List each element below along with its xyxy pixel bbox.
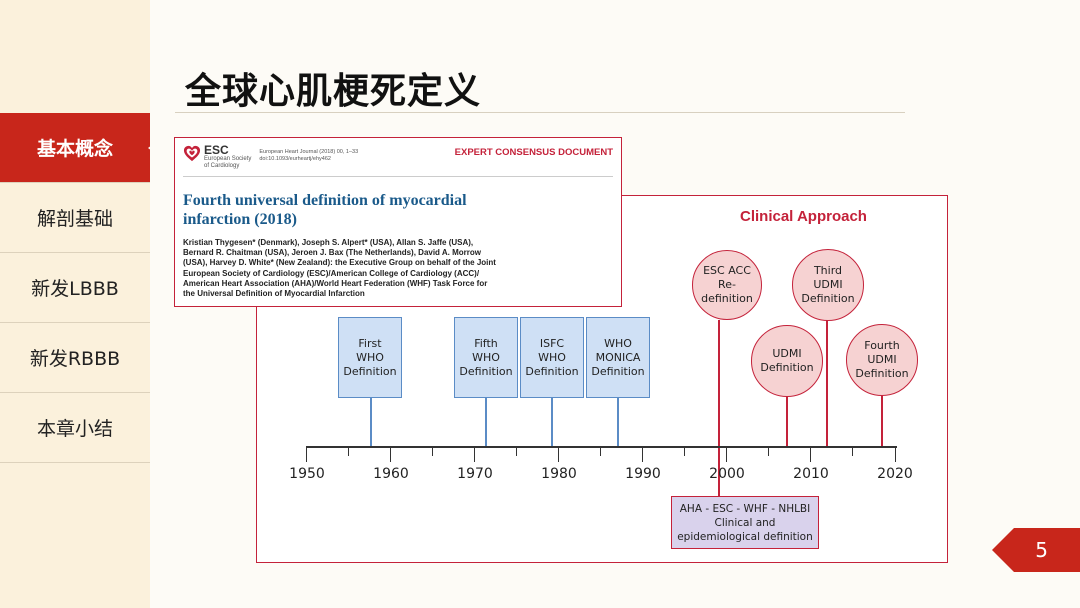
axis-tick	[390, 446, 391, 462]
page-title: 全球心肌梗死定义	[185, 71, 482, 112]
timeline-axis	[306, 446, 897, 448]
connector-line	[617, 398, 619, 446]
connector-line	[718, 320, 720, 496]
sidebar-item-new-rbbb[interactable]: 新发RBBB	[0, 323, 150, 393]
connector-line	[881, 396, 883, 446]
esc-logo: ESC	[204, 143, 229, 157]
document-type: EXPERT CONSENSUS DOCUMENT	[454, 147, 613, 158]
paper-authors: Kristian Thygesen* (Denmark), Joseph S. …	[183, 238, 496, 299]
connector-line	[370, 398, 372, 446]
year-label: 2010	[793, 466, 829, 482]
journal-citation: European Heart Journal (2018) 00, 1–33 d…	[259, 149, 359, 162]
year-label: 1950	[289, 466, 325, 482]
esc-heart-icon	[183, 145, 201, 162]
timeline-box-first-who: First WHO Definition	[338, 317, 402, 398]
axis-tick	[516, 446, 517, 456]
year-label: 1960	[373, 466, 409, 482]
year-label: 2020	[877, 466, 913, 482]
axis-tick	[726, 446, 727, 462]
timeline-circle-esc-acc: ESC ACC Re- definition	[692, 250, 762, 320]
sidebar-item-anatomy[interactable]: 解剖基础	[0, 183, 150, 253]
connector-line	[786, 396, 788, 446]
timeline-circle-udmi: UDMI Definition	[751, 325, 823, 397]
sidebar-item-chapter-summary[interactable]: 本章小结	[0, 393, 150, 463]
sidebar-item-basic-concepts[interactable]: 基本概念	[0, 113, 160, 183]
timeline-box-isfc-who: ISFC WHO Definition	[520, 317, 584, 398]
axis-tick	[852, 446, 853, 456]
year-label: 1970	[457, 466, 493, 482]
year-label: 2000	[709, 466, 745, 482]
timeline-circle-fourth-udmi: Fourth UDMI Definition	[846, 324, 918, 396]
page-number: 5	[1035, 538, 1048, 562]
page-number-badge: 5	[992, 528, 1080, 572]
axis-tick	[558, 446, 559, 462]
year-label: 1990	[625, 466, 661, 482]
axis-tick	[432, 446, 433, 456]
clinical-approach-heading: Clinical Approach	[740, 208, 867, 225]
axis-tick	[684, 446, 685, 456]
sidebar: 基本概念 解剖基础 新发LBBB 新发RBBB 本章小结	[0, 0, 160, 608]
timeline-circle-third-udmi: Third UDMI Definition	[792, 249, 864, 321]
connector-line	[551, 398, 553, 446]
year-label: 1980	[541, 466, 577, 482]
connector-line	[485, 398, 487, 446]
connector-line	[826, 320, 828, 446]
esc-subtitle: European Society of Cardiology	[204, 156, 252, 169]
sidebar-item-new-lbbb[interactable]: 新发LBBB	[0, 253, 150, 323]
axis-tick	[474, 446, 475, 462]
axis-tick	[306, 446, 307, 462]
axis-tick	[768, 446, 769, 456]
axis-tick	[895, 446, 896, 462]
timeline-box-fifth-who: Fifth WHO Definition	[454, 317, 518, 398]
axis-tick	[810, 446, 811, 462]
paper-divider	[183, 176, 613, 177]
axis-tick	[600, 446, 601, 456]
timeline-box-aha-esc-whf-nhlbi: AHA - ESC - WHF - NHLBI Clinical and epi…	[671, 496, 819, 549]
axis-tick	[348, 446, 349, 456]
paper-header: ESC European Society of Cardiology Europ…	[174, 137, 622, 307]
timeline-box-who-monica: WHO MONICA Definition	[586, 317, 650, 398]
axis-tick	[642, 446, 643, 462]
title-divider	[175, 112, 905, 113]
paper-title: Fourth universal definition of myocardia…	[183, 192, 467, 228]
